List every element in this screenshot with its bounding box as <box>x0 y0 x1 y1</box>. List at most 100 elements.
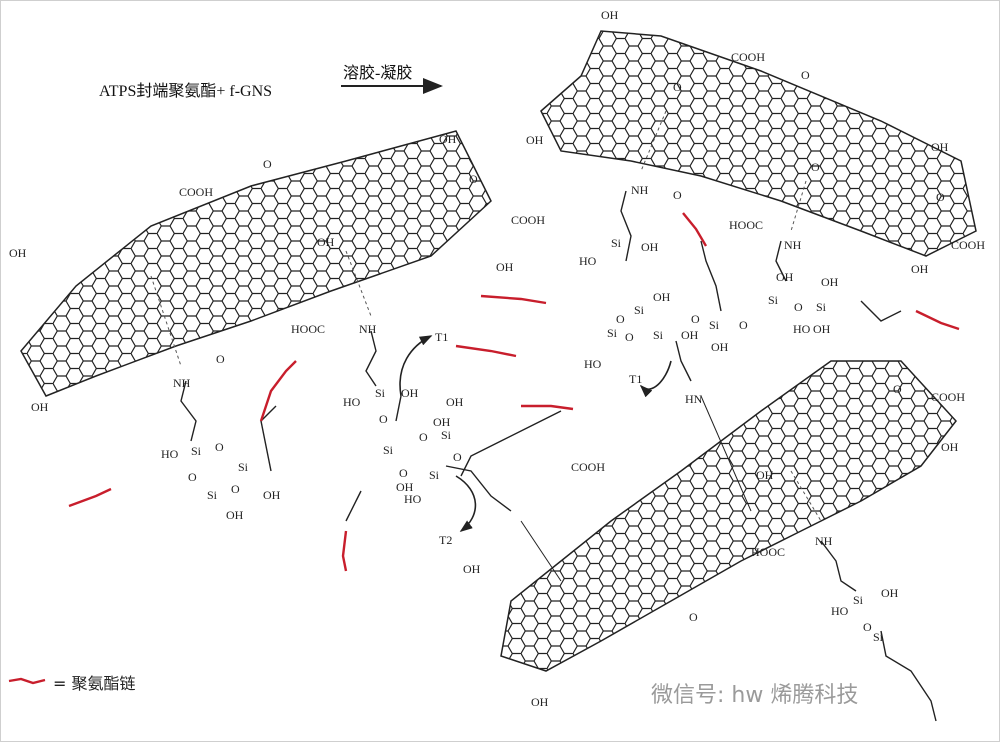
group-label-si: Si <box>853 593 864 607</box>
graphene-sheet-bottom-right <box>500 360 957 672</box>
group-label-oh: OH <box>396 480 414 494</box>
group-label-oh: OH <box>756 468 774 482</box>
group-label-oh: OH <box>31 400 49 414</box>
reactants-label: ATPS封端聚氨酯+ f-GNS <box>99 83 273 100</box>
group-label-nh: NH <box>815 534 833 548</box>
group-label-si: Si <box>709 318 720 332</box>
group-label-oh: OH <box>776 270 794 284</box>
group-label-si: Si <box>873 630 884 644</box>
group-label-o: O <box>689 610 698 624</box>
group-label-o: O <box>801 68 810 82</box>
watermark: 微信号: hw 烯腾科技 <box>651 683 859 708</box>
group-label-oh: OH <box>911 262 929 276</box>
group-label-o: O <box>691 312 700 326</box>
group-label-si: Si <box>653 328 664 342</box>
group-label-o: O <box>453 450 462 464</box>
polymer-chains <box>68 212 960 572</box>
group-label-o: O <box>399 466 408 480</box>
group-label-o: O <box>794 300 803 314</box>
group-label-o: O <box>379 412 388 426</box>
group-label-o: O <box>936 190 945 204</box>
group-label-oh: OH <box>681 328 699 342</box>
linker-chains <box>180 190 937 722</box>
group-label-cooh: COOH <box>511 213 545 227</box>
group-label-o: O <box>673 80 682 94</box>
group-label-cooh: COOH <box>571 460 605 474</box>
group-label-oh: OH <box>401 386 419 400</box>
group-label-oh: OH <box>941 440 959 454</box>
group-label-si: Si <box>383 443 394 457</box>
group-label-oh: OH <box>931 140 949 154</box>
group-label-o: O <box>215 440 224 454</box>
group-label-ho: HO <box>161 447 179 461</box>
group-label-si: Si <box>634 303 645 317</box>
group-label-o: O <box>673 188 682 202</box>
group-label-cooh: COOH <box>179 185 213 199</box>
group-label-o: O <box>263 157 272 171</box>
group-label-hooc: HOOC <box>291 322 325 336</box>
group-label-si: Si <box>611 236 622 250</box>
group-label-oh: OH <box>813 322 831 336</box>
group-label-o: O <box>863 620 872 634</box>
group-label-si: Si <box>816 300 827 314</box>
group-label-oh: OH <box>446 395 464 409</box>
group-label-nh: NH <box>359 322 377 336</box>
group-label-oh: OH <box>653 290 671 304</box>
group-label-oh: OH <box>433 415 451 429</box>
group-label-t1: T1 <box>629 372 642 386</box>
group-label-hooc: HOOC <box>751 545 785 559</box>
group-label-o: O <box>625 330 634 344</box>
group-label-t1: T1 <box>435 330 448 344</box>
group-label-si: Si <box>375 386 386 400</box>
group-label-oh: OH <box>526 133 544 147</box>
group-label-si: Si <box>191 444 202 458</box>
group-label-nh: NH <box>173 376 191 390</box>
group-label-cooh: COOH <box>951 238 985 252</box>
group-label-o: O <box>739 318 748 332</box>
group-label-si: Si <box>607 326 618 340</box>
group-label-o: O <box>231 482 240 496</box>
group-label-oh: OH <box>463 562 481 576</box>
group-label-oh: OH <box>821 275 839 289</box>
group-label-ho: HO <box>584 357 602 371</box>
group-label-cooh: COOH <box>931 390 965 404</box>
group-label-o: O <box>616 312 625 326</box>
group-label-hn: HN <box>685 392 703 406</box>
group-label-o: O <box>811 160 820 174</box>
group-label-si: Si <box>238 460 249 474</box>
group-label-oh: OH <box>226 508 244 522</box>
group-label-ho: HO <box>579 254 597 268</box>
group-label-hooc: HOOC <box>729 218 763 232</box>
legend-label: = 聚氨酯链 <box>53 674 136 693</box>
group-label-t2: T2 <box>439 533 452 547</box>
group-label-oh: OH <box>881 586 899 600</box>
group-label-nh: NH <box>784 238 802 252</box>
group-label-o: O <box>216 352 225 366</box>
group-label-o: O <box>419 430 428 444</box>
group-label-o: O <box>188 470 197 484</box>
legend-swatch <box>8 677 46 685</box>
group-label-oh: OH <box>601 8 619 22</box>
group-label-oh: OH <box>439 132 457 146</box>
group-label-nh: NH <box>631 183 649 197</box>
group-label-cooh: COOH <box>731 50 765 64</box>
group-label-si: Si <box>441 428 452 442</box>
group-label-oh: OH <box>263 488 281 502</box>
group-label-ho: HO <box>404 492 422 506</box>
graphene-sheet-left <box>20 130 492 397</box>
group-label-oh: OH <box>317 235 335 249</box>
group-label-o: O <box>893 382 902 396</box>
process-label: 溶胶-凝胶 <box>343 65 413 82</box>
group-label-oh: OH <box>9 246 27 260</box>
group-label-si: Si <box>207 488 218 502</box>
group-label-si: Si <box>429 468 440 482</box>
graphene-sheet-top-right <box>540 30 977 257</box>
group-label-si: Si <box>768 293 779 307</box>
group-label-oh: OH <box>711 340 729 354</box>
group-label-oh: OH <box>496 260 514 274</box>
group-label-o: O <box>469 172 478 186</box>
group-label-ho: HO <box>831 604 849 618</box>
group-label-ho: HO <box>343 395 361 409</box>
